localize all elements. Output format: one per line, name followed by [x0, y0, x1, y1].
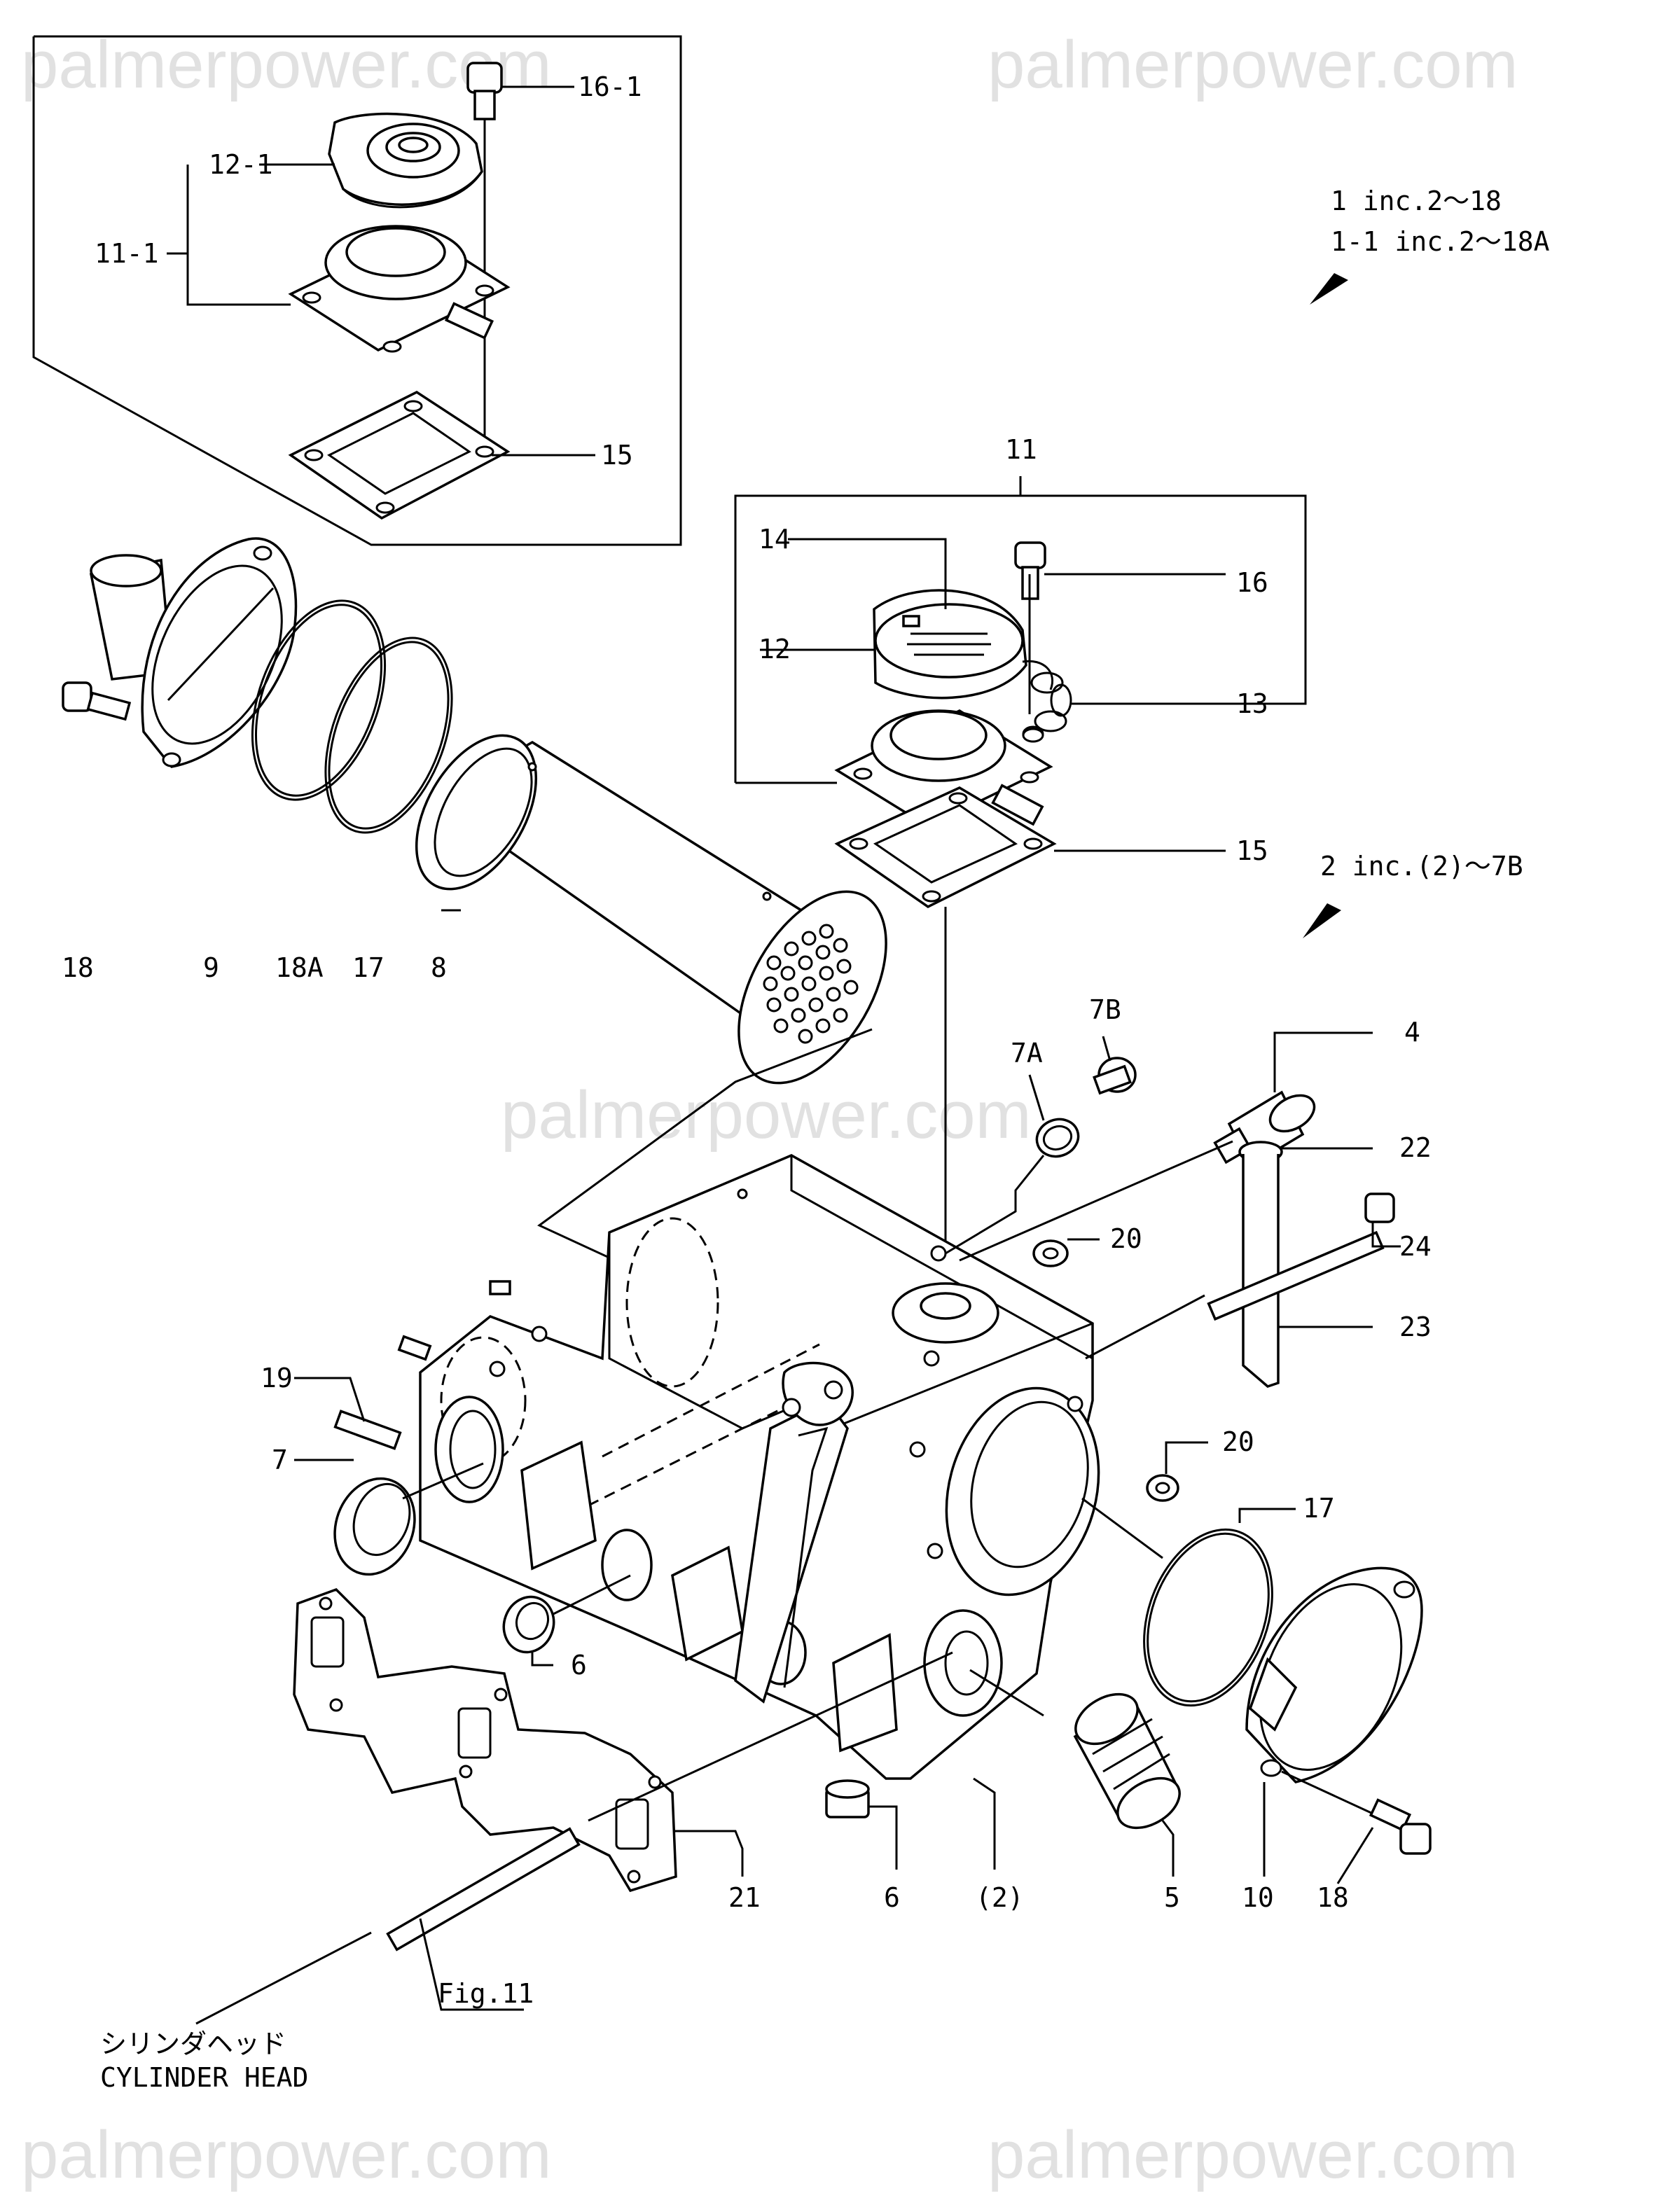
arrow-indicator-2 [1303, 903, 1341, 938]
cap-12 [873, 589, 1054, 700]
callout-13: 13 [1236, 688, 1268, 719]
o-ring-18A [251, 599, 387, 801]
inset-leaders [167, 85, 595, 457]
watermark-center: palmerpower.com [501, 1078, 1032, 1153]
seal-7 [294, 1459, 484, 1576]
leader-2 [973, 1777, 996, 1870]
direction-arrows [1303, 273, 1348, 938]
callout-20-right: 20 [1222, 1426, 1254, 1457]
cooler-core-8 [415, 734, 887, 1085]
watermark-top-right: palmerpower.com [988, 27, 1518, 102]
inset-frame [32, 35, 682, 546]
bolt-18-left [62, 681, 132, 721]
callout-10: 10 [1242, 1882, 1274, 1913]
pipe-23 [1238, 1141, 1373, 1388]
arrow-indicator-1 [1310, 273, 1348, 305]
callout-17-right: 17 [1303, 1493, 1335, 1524]
housing-2 [419, 1154, 1100, 1780]
reference-labels: Fig.11 シリンダヘッド CYLINDER HEAD [100, 1978, 534, 2093]
note-inc-1-1: 1-1 inc.2〜18A [1331, 226, 1550, 257]
inset-gasket-15 [288, 390, 511, 520]
bolt-18-right [1281, 1770, 1432, 1884]
callout-9: 9 [203, 952, 219, 983]
callout-15: 15 [1236, 835, 1268, 866]
gasket-21 [293, 1587, 744, 1893]
callout-7A: 7A [1011, 1038, 1043, 1069]
note-inc-2: 2 inc.(2)〜7B [1320, 851, 1523, 882]
group-11-bracket [734, 476, 1307, 783]
plug-6-bottom [825, 1779, 898, 1870]
cylinder-head-jp-label: シリンダヘッド [100, 2029, 286, 2059]
o-ring-17-left [324, 637, 453, 834]
callout-14: 14 [759, 524, 791, 555]
callout-16: 16 [1236, 567, 1268, 598]
callout-18-left: 18 [62, 952, 94, 983]
callout-12: 12 [759, 634, 791, 665]
bolt-24 [1085, 1192, 1401, 1360]
stud-19 [294, 1377, 402, 1450]
callout-7B: 7B [1089, 994, 1121, 1025]
pipe-5 [969, 1669, 1181, 1877]
thermostat-cover-9 [89, 537, 298, 768]
callout-6-bottom: 6 [884, 1882, 900, 1913]
callout-21: 21 [728, 1882, 761, 1913]
callout-23: 23 [1399, 1312, 1432, 1342]
long-stud [195, 1651, 953, 2025]
inset-cap-12-1 [328, 112, 483, 209]
nut-20-top [1032, 1238, 1100, 1267]
o-ring-17-right [1081, 1497, 1296, 1707]
callout-18A: 18A [275, 952, 324, 983]
nut-20-right [1146, 1441, 1208, 1502]
plug-6-left [502, 1574, 631, 1667]
callout-19: 19 [261, 1363, 293, 1393]
callout-22: 22 [1399, 1132, 1432, 1163]
callout-6-left: 6 [571, 1650, 587, 1681]
callout-4: 4 [1404, 1017, 1420, 1048]
inset-filler-neck-11-1 [288, 225, 511, 353]
group-11-leaders [735, 538, 1226, 1302]
gasket-15 [834, 786, 1057, 909]
cylinder-head-label: CYLINDER HEAD [100, 2062, 308, 2093]
callout-12-1: 12-1 [209, 149, 273, 180]
bolt-16 [1014, 541, 1226, 600]
watermark-bottom-right: palmerpower.com [988, 2117, 1518, 2192]
callouts: 16-1 12-1 11-1 15 11 14 16 12 13 15 18 9… [62, 71, 1432, 1913]
callout-11-1: 11-1 [95, 238, 159, 269]
callout-20-top: 20 [1110, 1223, 1142, 1254]
callout-8: 8 [431, 952, 447, 983]
callout-17-left: 17 [352, 952, 385, 983]
callout-5: 5 [1164, 1882, 1180, 1913]
note-inc-1: 1 inc.2〜18 [1331, 186, 1502, 216]
inclusion-notes: 1 inc.2〜18 1-1 inc.2〜18A 2 inc.(2)〜7B [1320, 186, 1550, 882]
callout-24: 24 [1399, 1231, 1432, 1262]
callout-11: 11 [1005, 434, 1037, 465]
plug-7B [1093, 1036, 1137, 1095]
cover-10 [1245, 1566, 1423, 1877]
watermarks: palmerpower.com palmerpower.com palmerpo… [21, 27, 1518, 2192]
watermark-top-left: palmerpower.com [21, 27, 552, 102]
inset-bolt-16-1 [466, 62, 503, 455]
callout-7: 7 [272, 1445, 288, 1475]
callout-2: (2) [976, 1882, 1024, 1913]
seal-7A [945, 1074, 1080, 1255]
watermark-bottom-left: palmerpower.com [21, 2117, 552, 2192]
fig-reference: Fig.11 [438, 1978, 534, 2009]
core-tubes [763, 924, 859, 1044]
filler-neck-11 [834, 709, 1053, 828]
callout-15-inset: 15 [601, 440, 633, 471]
callout-16-1: 16-1 [578, 71, 642, 102]
callout-18-right: 18 [1317, 1882, 1349, 1913]
housing-studs [397, 1280, 511, 1361]
